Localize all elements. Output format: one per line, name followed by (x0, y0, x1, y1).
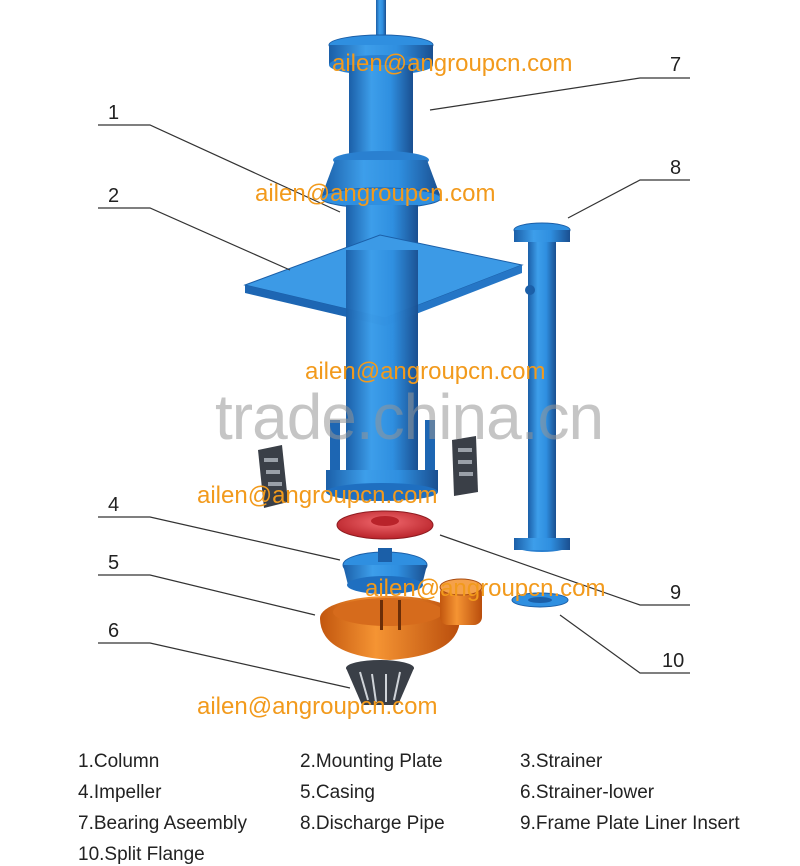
leader-line-9 (439, 534, 690, 606)
leader-line-2 (98, 207, 291, 271)
legend-item-mounting-plate: 2.Mounting Plate (300, 751, 443, 772)
callout-9: 9 (670, 582, 682, 604)
legend-item-split-flange: 10.Split Flange (78, 844, 205, 865)
legend-item-discharge-pipe: 8.Discharge Pipe (300, 813, 445, 834)
casing-part (320, 578, 483, 660)
strainer-lower-part (346, 660, 414, 705)
callout-10: 10 (662, 650, 685, 672)
callout-5: 5 (108, 552, 120, 574)
impeller-part (342, 548, 428, 594)
legend-item-strainer: 3.Strainer (520, 751, 603, 772)
strainer-part (258, 436, 478, 508)
discharge-pipe-part (513, 222, 571, 552)
legend-item-impeller: 4.Impeller (78, 782, 162, 803)
site-watermark: trade.china.cn (215, 381, 604, 453)
callout-2: 2 (108, 185, 120, 207)
email-watermark: ailen@angroupcn.com (332, 50, 573, 77)
leader-line-5 (98, 574, 316, 616)
legend-item-liner-insert: 9.Frame Plate Liner Insert (520, 813, 740, 834)
leader-line-6 (98, 642, 351, 689)
leader-line-10 (559, 614, 690, 674)
leader-line-1 (98, 124, 341, 213)
email-watermark: ailen@angroupcn.com (197, 693, 438, 720)
legend-item-bearing-assembly: 7.Bearing Aseembly (78, 813, 247, 834)
email-watermark: ailen@angroupcn.com (365, 575, 606, 602)
legend-item-casing: 5.Casing (300, 782, 375, 803)
email-watermark: ailen@angroupcn.com (305, 358, 546, 385)
callout-7: 7 (670, 54, 682, 76)
leader-line-7 (429, 77, 690, 111)
parts-legend: 1.Column 2.Mounting Plate 3.Strainer 4.I… (0, 745, 800, 865)
legend-item-strainer-lower: 6.Strainer-lower (520, 782, 655, 803)
bearing-assembly-part (320, 34, 442, 209)
leader-line-4 (98, 516, 341, 561)
email-watermark: ailen@angroupcn.com (197, 482, 438, 509)
callout-4: 4 (108, 494, 120, 516)
pump-exploded-diagram (98, 0, 690, 705)
legend-item-column: 1.Column (78, 751, 160, 772)
callout-8: 8 (670, 157, 682, 179)
callout-1: 1 (108, 102, 120, 124)
shaft-top (376, 0, 386, 40)
callout-6: 6 (108, 620, 120, 642)
email-watermark: ailen@angroupcn.com (255, 180, 496, 207)
leader-line-8 (567, 179, 690, 219)
